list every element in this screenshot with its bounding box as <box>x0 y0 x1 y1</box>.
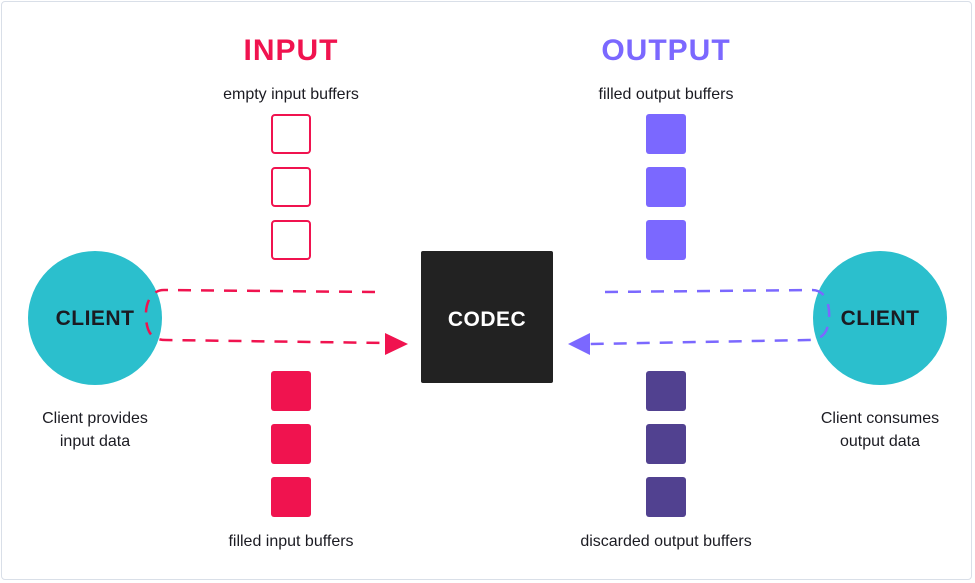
discarded-output-buffers <box>646 371 686 517</box>
filled-input-buffer <box>271 371 311 411</box>
codec-box <box>421 251 553 383</box>
empty-input-buffers-caption: empty input buffers <box>223 86 359 103</box>
filled-output-buffer <box>646 167 686 207</box>
input-arrow-head <box>385 333 408 355</box>
client-right-description: Client consumes output data <box>820 410 940 450</box>
filled-input-buffer <box>271 424 311 464</box>
client-left-circle <box>28 251 162 385</box>
filled-input-buffer <box>271 477 311 517</box>
filled-output-buffers <box>646 114 686 260</box>
discarded-output-buffers-caption: discarded output buffers <box>580 533 752 550</box>
filled-input-buffers-caption: filled input buffers <box>228 533 354 550</box>
input-empty-buffer-flow-line <box>144 288 386 345</box>
output-flow-arrows <box>589 288 831 346</box>
filled-output-buffer <box>646 220 686 260</box>
filled-output-buffers-caption: filled output buffers <box>598 86 734 103</box>
codec-label: CODEC <box>447 308 527 331</box>
empty-input-buffer <box>271 220 311 260</box>
output-heading: OUTPUT <box>601 34 731 67</box>
input-heading: INPUT <box>243 34 339 67</box>
filled-output-buffer <box>646 114 686 154</box>
empty-input-buffer <box>271 167 311 207</box>
client-right-circle <box>813 251 947 385</box>
discarded-output-buffer <box>646 477 686 517</box>
client-left-description: Client provides input data <box>42 410 148 450</box>
output-filled-buffer-flow-line <box>589 288 831 346</box>
filled-input-buffers <box>271 371 311 517</box>
empty-input-buffer <box>271 114 311 154</box>
output-arrow-head <box>568 333 590 355</box>
discarded-output-buffer <box>646 424 686 464</box>
client-left-label: CLIENT <box>55 307 135 330</box>
input-flow-arrows <box>144 288 386 345</box>
client-right-label: CLIENT <box>840 307 920 330</box>
discarded-output-buffer <box>646 371 686 411</box>
empty-input-buffers <box>271 114 311 260</box>
